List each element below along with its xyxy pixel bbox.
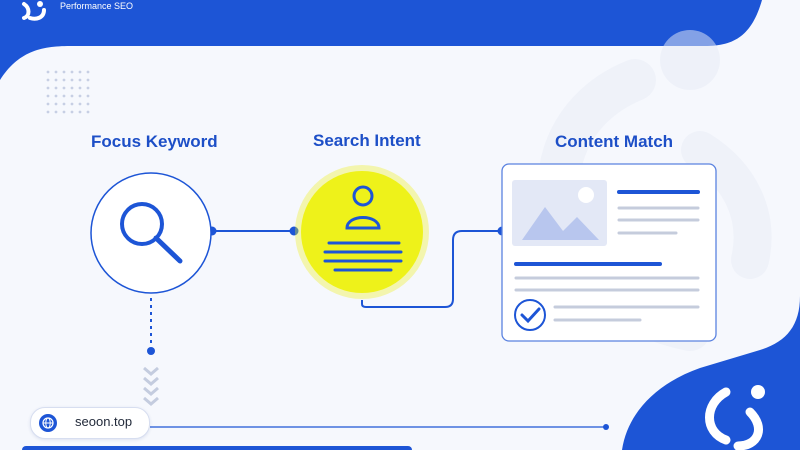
brand-logo-corner-icon [705,385,765,450]
step-label-content-match: Content Match [555,132,674,151]
user-profile-icon [323,185,403,272]
chevrons-down-icon [143,366,159,406]
search-intent-node [295,165,429,299]
bottom-accent-bar [22,446,412,450]
brand-tagline: Performance SEO [60,1,134,11]
globe-icon [39,414,57,432]
focus-keyword-node [90,172,212,294]
website-url: seoon.top [75,414,133,429]
content-match-card [501,163,717,342]
step-label-focus-keyword: Focus Keyword [91,132,218,151]
connector-down-dotted [147,298,155,355]
magnifier-icon [120,202,183,264]
image-placeholder-icon [512,180,607,246]
check-circle-icon [514,299,546,331]
dot-grid-decoration [46,70,90,114]
website-link[interactable]: seoon.top [30,407,150,439]
brand-logo-icon [22,1,46,21]
timeline-end-dot [603,424,609,430]
step-label-search-intent: Search Intent [313,131,421,150]
